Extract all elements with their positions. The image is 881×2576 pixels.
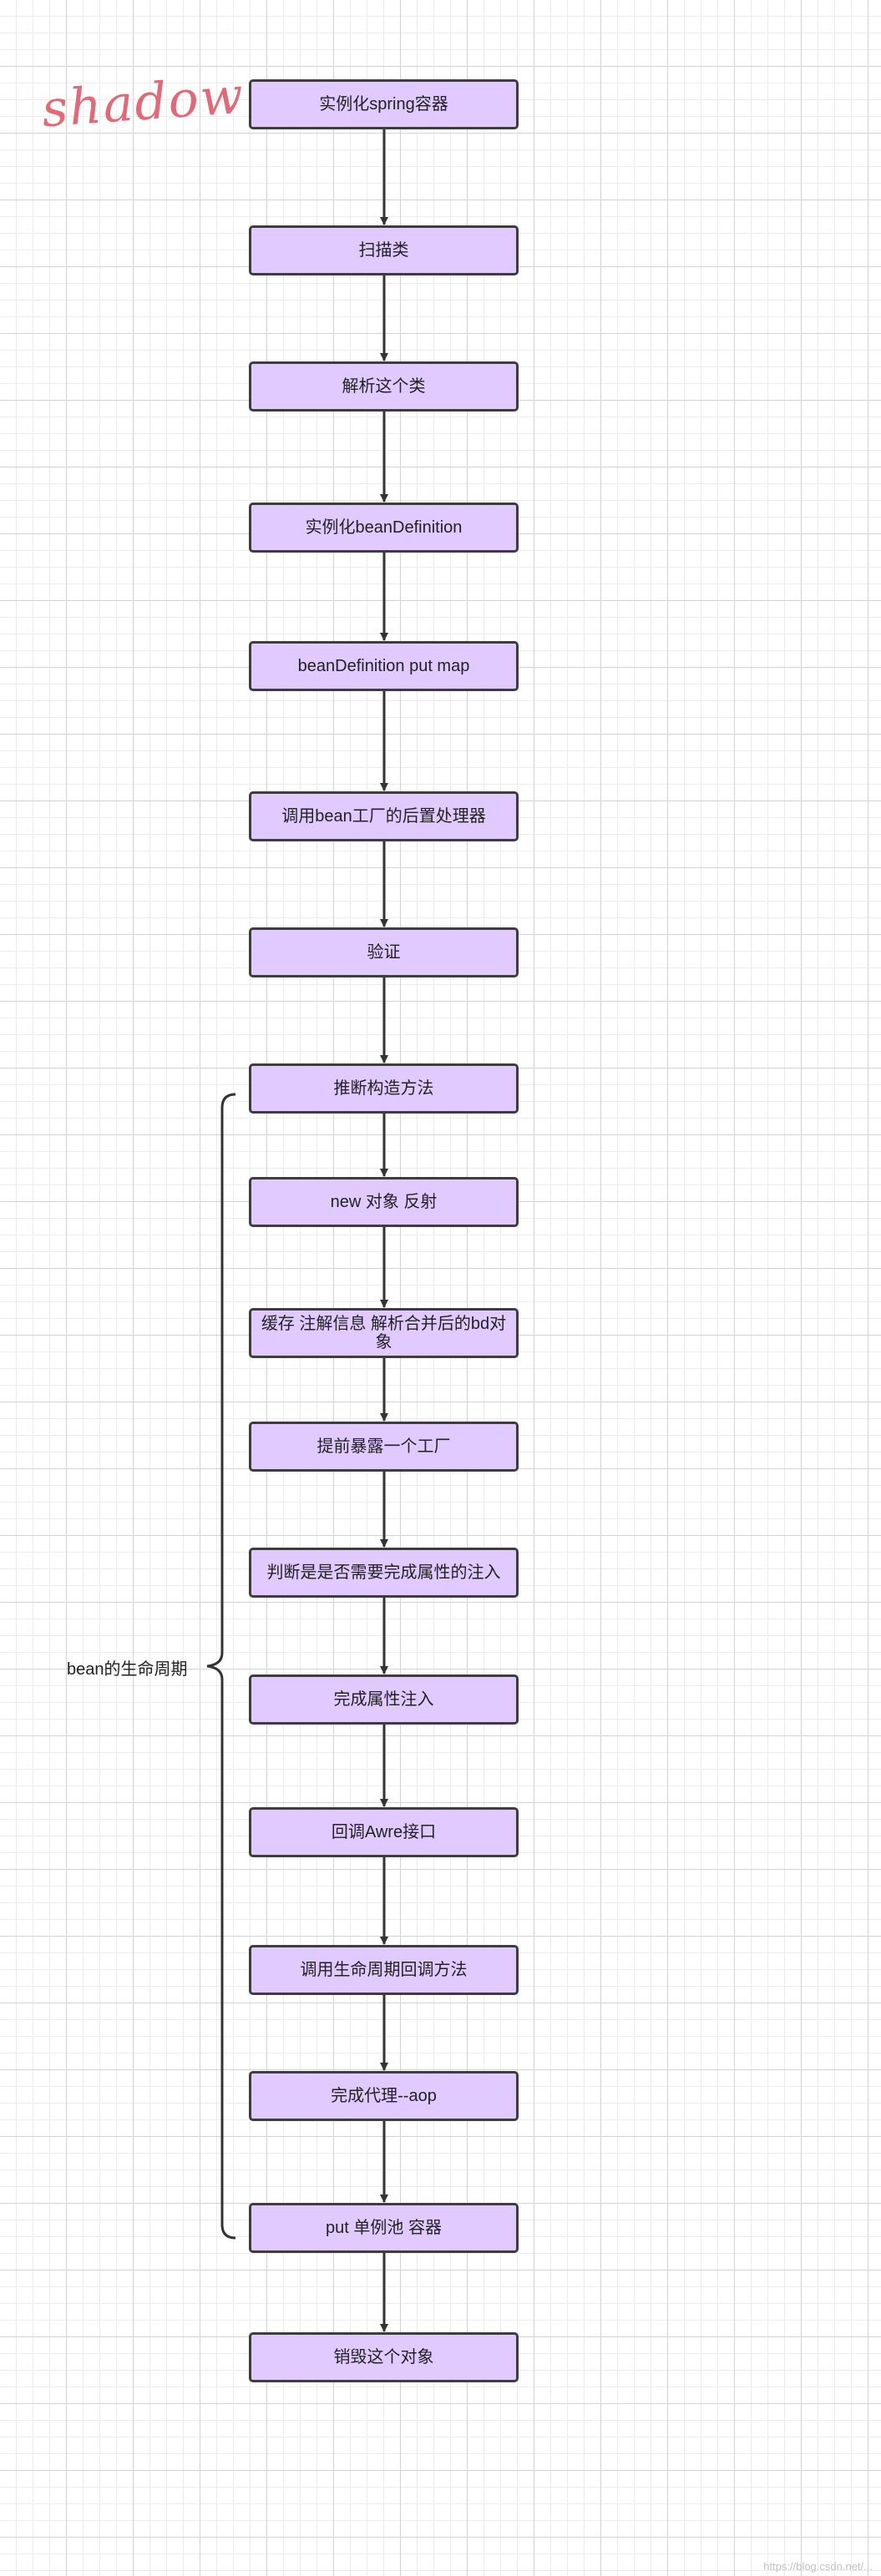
node-infer-constructor[interactable]: 推断构造方法 bbox=[249, 1063, 519, 1114]
node-validate[interactable]: 验证 bbox=[249, 927, 519, 977]
node-instantiate-bean-definition[interactable]: 实例化beanDefinition bbox=[249, 503, 519, 553]
node-aware-callbacks[interactable]: 回调Awre接口 bbox=[249, 1807, 519, 1857]
node-cache-annotation-info[interactable]: 缓存 注解信息 解析合并后的bd对象 bbox=[249, 1308, 519, 1358]
node-put-singleton-pool[interactable]: put 单例池 容器 bbox=[249, 2203, 519, 2253]
node-new-object-reflection[interactable]: new 对象 反射 bbox=[249, 1177, 519, 1227]
node-check-property-injection[interactable]: 判断是是否需要完成属性的注入 bbox=[249, 1548, 519, 1598]
node-expose-early-factory[interactable]: 提前暴露一个工厂 bbox=[249, 1422, 519, 1472]
node-bean-definition-put-map[interactable]: beanDefinition put map bbox=[249, 641, 519, 691]
bean-lifecycle-label: bean的生命周期 bbox=[67, 1660, 188, 1679]
node-lifecycle-callbacks[interactable]: 调用生命周期回调方法 bbox=[249, 1945, 519, 1995]
node-call-bean-factory-postprocessor[interactable]: 调用bean工厂的后置处理器 bbox=[249, 791, 519, 841]
watermark: https://blog.csdn.net/... bbox=[763, 2560, 873, 2573]
node-destroy-object[interactable]: 销毁这个对象 bbox=[249, 2332, 519, 2382]
node-instantiate-spring-container[interactable]: 实例化spring容器 bbox=[249, 79, 519, 129]
lifecycle-brace bbox=[206, 1093, 236, 2240]
node-parse-class[interactable]: 解析这个类 bbox=[249, 361, 519, 412]
node-complete-proxy-aop[interactable]: 完成代理--aop bbox=[249, 2071, 519, 2121]
node-complete-property-injection[interactable]: 完成属性注入 bbox=[249, 1674, 519, 1725]
node-scan-classes[interactable]: 扫描类 bbox=[249, 225, 519, 275]
